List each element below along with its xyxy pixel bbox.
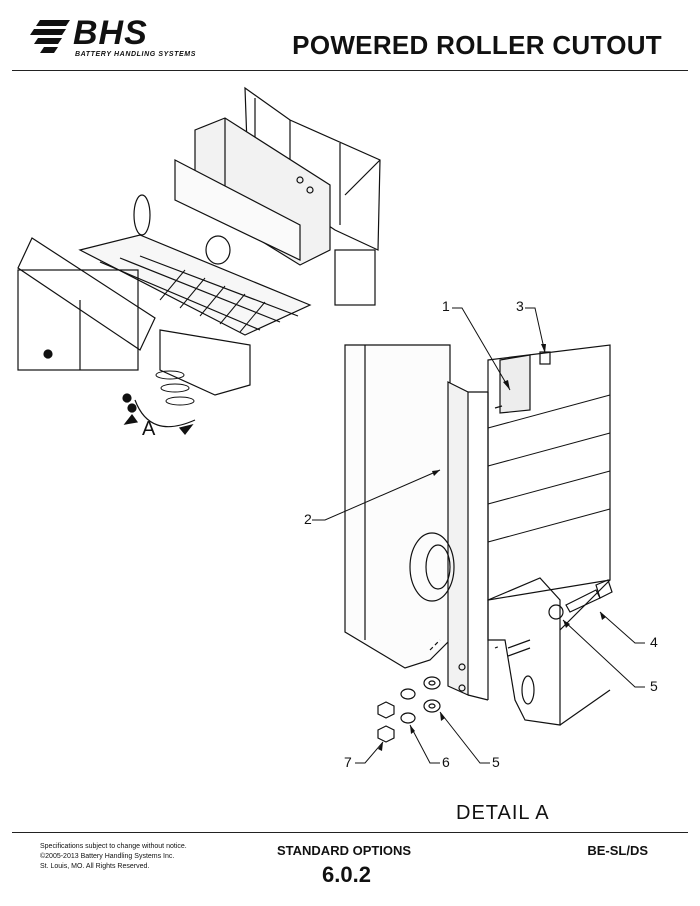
callout-6: 6: [442, 754, 450, 770]
logo-subtitle: BATTERY HANDLING SYSTEMS: [75, 51, 196, 58]
callout-7: 7: [344, 754, 352, 770]
fine-print-line: Specifications subject to change without…: [40, 843, 187, 850]
callout-4: 4: [650, 634, 658, 650]
callout-5-bolt: 5: [650, 678, 658, 694]
callout-3: 3: [516, 298, 524, 314]
footer-rule: [12, 832, 688, 833]
logo-text: BHS: [73, 14, 148, 52]
fine-print: Specifications subject to change without…: [40, 842, 187, 872]
fine-print-line: St. Louis, MO. All Rights Reserved.: [40, 863, 150, 870]
callout-2: 2: [304, 511, 312, 527]
fine-print-line: ©2005-2013 Battery Handling Systems Inc.: [40, 853, 175, 860]
callout-5-washer: 5: [492, 754, 500, 770]
detail-label: DETAIL A: [456, 802, 550, 824]
section-label: STANDARD OPTIONS: [277, 843, 412, 858]
page-number: 6.0.2: [322, 862, 371, 887]
callout-1: 1: [442, 298, 450, 314]
document-code: BE-SL/DS: [587, 843, 648, 858]
bhs-logo: [30, 20, 70, 53]
header-rule: [12, 70, 688, 71]
technical-drawing: [17, 86, 645, 764]
view-label: A: [142, 418, 156, 440]
page-title: POWERED ROLLER CUTOUT: [292, 30, 662, 60]
